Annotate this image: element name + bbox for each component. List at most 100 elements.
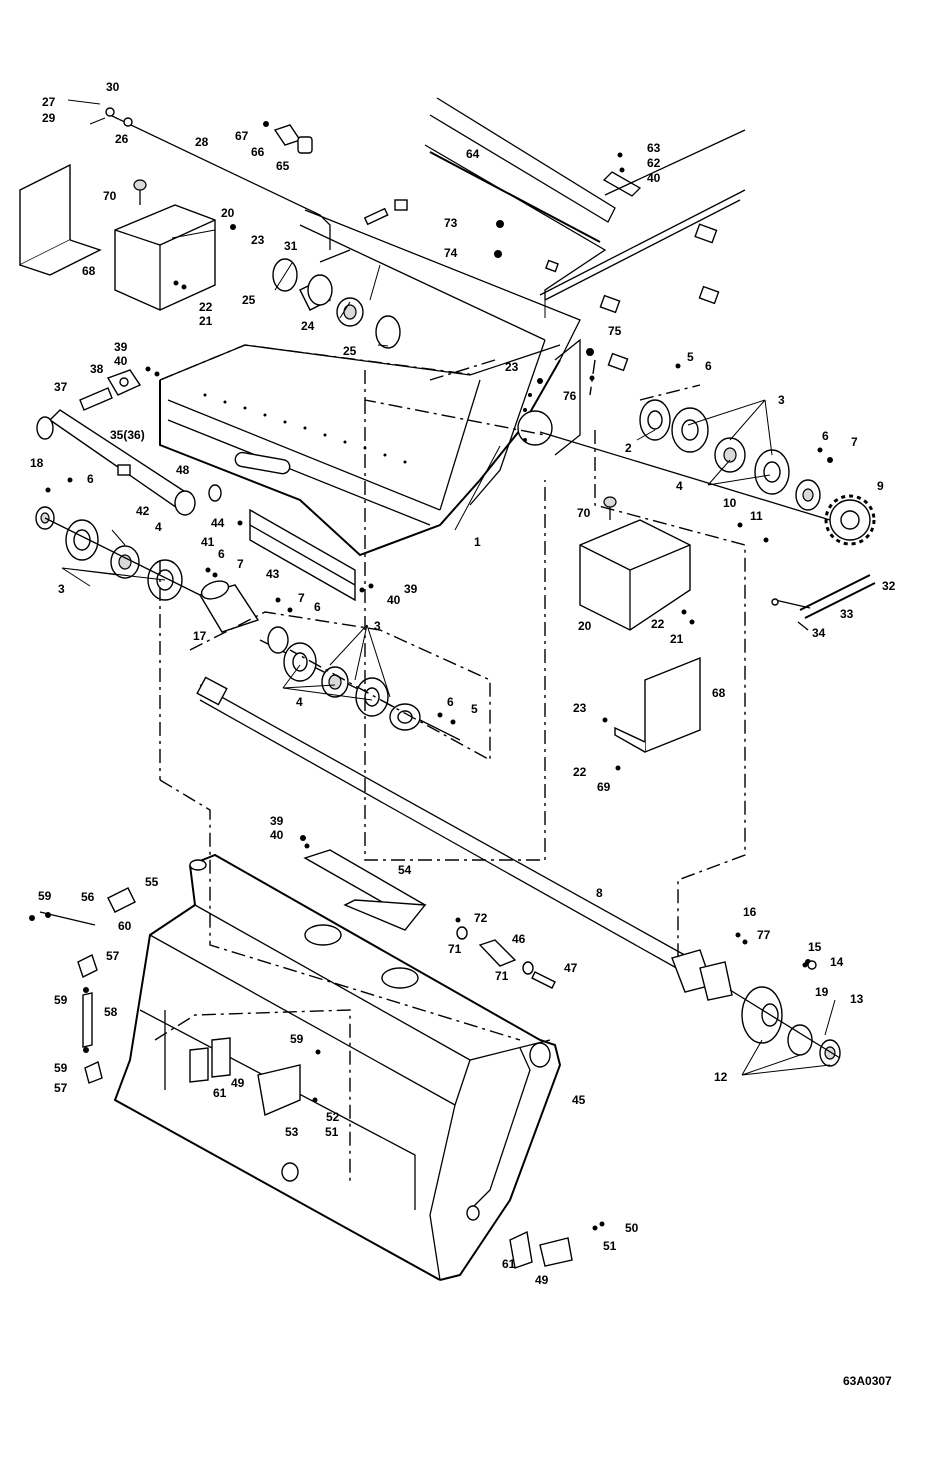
label-46: 46 (512, 932, 526, 946)
label-7: 7 (298, 591, 305, 605)
chain-32 (771, 574, 876, 631)
bearing-24-25 (272, 249, 401, 349)
label-23: 23 (573, 701, 587, 715)
label-61: 61 (213, 1086, 227, 1100)
leader-lines (61, 229, 836, 1076)
part-labels: 1 2 3 3 3 4 4 4 5 5 6 6 6 6 6 6 7 7 7 8 … (30, 80, 896, 1287)
label-7: 7 (851, 435, 858, 449)
label-5: 5 (687, 350, 694, 364)
label-34: 34 (812, 626, 826, 640)
hub-12 (729, 959, 841, 1067)
label-40: 40 (387, 593, 401, 607)
label-63: 63 (647, 141, 661, 155)
label-27: 27 (42, 95, 56, 109)
label-30: 30 (106, 80, 120, 94)
label-64: 64 (466, 147, 480, 161)
fitting-65-66-67 (263, 121, 313, 154)
label-69: 69 (597, 780, 611, 794)
label-58: 58 (104, 1005, 118, 1019)
label-71: 71 (495, 969, 509, 983)
bracket-68-right (614, 656, 701, 754)
label-74: 74 (444, 246, 458, 260)
label-8: 8 (596, 886, 603, 900)
label-33: 33 (840, 607, 854, 621)
label-59: 59 (38, 889, 52, 903)
pin-46 (456, 926, 556, 989)
label-57: 57 (54, 1081, 68, 1095)
label-61: 61 (502, 1257, 516, 1271)
label-20: 20 (221, 206, 235, 220)
label-41: 41 (201, 535, 215, 549)
bearing-group-center (259, 626, 461, 741)
label-68: 68 (82, 264, 96, 278)
label-4: 4 (296, 695, 303, 709)
label-23: 23 (505, 360, 519, 374)
label-5: 5 (471, 702, 478, 716)
label-51: 51 (603, 1239, 617, 1253)
label-73: 73 (444, 216, 458, 230)
label-56: 56 (81, 890, 95, 904)
label-48: 48 (176, 463, 190, 477)
phantom-lines (154, 344, 746, 1185)
label-40: 40 (114, 354, 128, 368)
label-14: 14 (830, 955, 844, 969)
label-23: 23 (251, 233, 265, 247)
label-60: 60 (118, 919, 132, 933)
label-70: 70 (103, 189, 117, 203)
label-3: 3 (58, 582, 65, 596)
label-18: 18 (30, 456, 44, 470)
label-21: 21 (199, 314, 213, 328)
label-31: 31 (284, 239, 298, 253)
label-45: 45 (572, 1093, 586, 1107)
label-62: 62 (647, 156, 661, 170)
shield-20-right (579, 496, 691, 631)
label-39: 39 (270, 814, 284, 828)
main-housing-1 (159, 199, 581, 557)
hardware (45, 152, 833, 1103)
label-49: 49 (535, 1273, 549, 1287)
label-15: 15 (808, 940, 822, 954)
label-6: 6 (314, 600, 321, 614)
label-16: 16 (743, 905, 757, 919)
label-21: 21 (670, 632, 684, 646)
hinge-parts-bottom (509, 1221, 605, 1269)
label-6: 6 (822, 429, 829, 443)
label-55: 55 (145, 875, 159, 889)
label-57: 57 (106, 949, 120, 963)
label-49: 49 (231, 1076, 245, 1090)
label-70: 70 (577, 506, 591, 520)
label-53: 53 (285, 1125, 299, 1139)
side-panel-64 (424, 97, 746, 372)
label-47: 47 (564, 961, 578, 975)
label-24: 24 (301, 319, 315, 333)
label-10: 10 (723, 496, 737, 510)
label-59: 59 (54, 1061, 68, 1075)
bracket-68-left (19, 163, 102, 276)
label-67: 67 (235, 129, 249, 143)
shaft-8 (196, 676, 733, 1001)
label-11: 11 (750, 509, 763, 523)
label-72: 72 (474, 911, 488, 925)
label-22: 22 (199, 300, 213, 314)
label-71: 71 (448, 942, 462, 956)
label-4: 4 (676, 479, 683, 493)
label-20: 20 (578, 619, 592, 633)
shield-20-left (114, 179, 216, 311)
label-76: 76 (563, 389, 577, 403)
label-3: 3 (778, 393, 785, 407)
clip-48 (208, 484, 222, 502)
label-3: 3 (374, 619, 381, 633)
lower-housing-45 (113, 853, 562, 1281)
label-59: 59 (54, 993, 68, 1007)
label-51: 51 (325, 1125, 339, 1139)
grease-line-28 (67, 99, 331, 250)
label-42: 42 (136, 504, 150, 518)
label-22: 22 (573, 765, 587, 779)
label-2: 2 (625, 441, 632, 455)
label-25: 25 (343, 344, 357, 358)
label-52: 52 (326, 1110, 340, 1124)
label-50: 50 (625, 1221, 639, 1235)
label-26: 26 (115, 132, 129, 146)
